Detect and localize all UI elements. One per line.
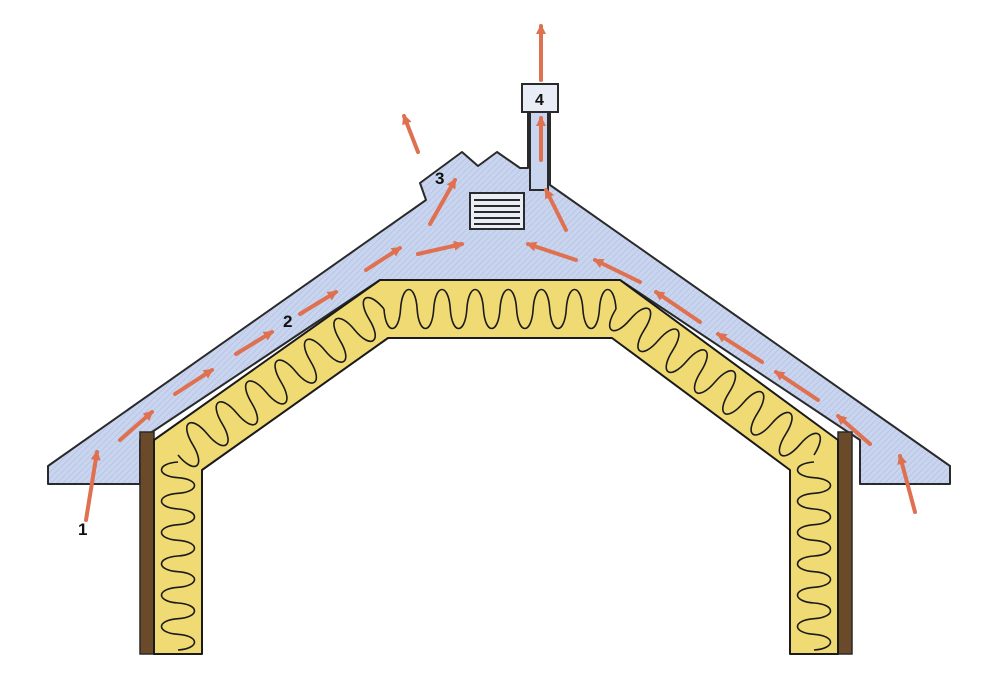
insulation-loop-row <box>177 296 385 468</box>
airflow-arrow-icon <box>428 178 457 226</box>
insulation-loop-row <box>796 461 832 651</box>
insulation-pattern <box>160 288 832 651</box>
airflow-arrow-icon <box>173 368 214 396</box>
airflow-arrow-icon <box>84 450 101 522</box>
insulation-loop-row <box>608 307 822 457</box>
label-air-channel: 2 <box>283 312 292 331</box>
airflow-arrow-icon <box>402 114 420 154</box>
exhaust-pipe-cap <box>521 83 559 113</box>
label-intake: 1 <box>78 520 87 539</box>
insulation-layer <box>153 279 839 655</box>
roof-air-space <box>47 107 951 485</box>
left-wall-wood <box>139 431 155 655</box>
airflow-arrow-icon <box>836 414 872 446</box>
airflow-arrow-icon <box>416 240 464 256</box>
airflow-arrow-icon <box>654 290 702 324</box>
airflow-arrow-icon <box>544 188 568 232</box>
airflow-arrow-icon <box>526 241 578 262</box>
airflow-arrow-icon <box>118 410 154 442</box>
insulation-loop-row <box>160 461 196 651</box>
airflow-arrow-icon <box>897 454 917 514</box>
airflow-arrow-icon <box>234 330 274 356</box>
insulation-loop-row <box>383 288 617 330</box>
airflow-arrow-icon <box>774 370 820 402</box>
airflow-arrow-icon <box>593 258 642 284</box>
airflow-arrow-icon <box>364 246 402 272</box>
airflow-arrows <box>84 24 917 522</box>
right-wall-wood <box>837 431 853 655</box>
airflow-arrow-icon <box>298 290 338 316</box>
label-exhaust-pipe: 4 <box>535 92 544 109</box>
louvered-vent-icon <box>469 192 525 230</box>
airflow-arrow-icon <box>716 332 764 364</box>
label-ridge-vent: 3 <box>435 169 444 188</box>
